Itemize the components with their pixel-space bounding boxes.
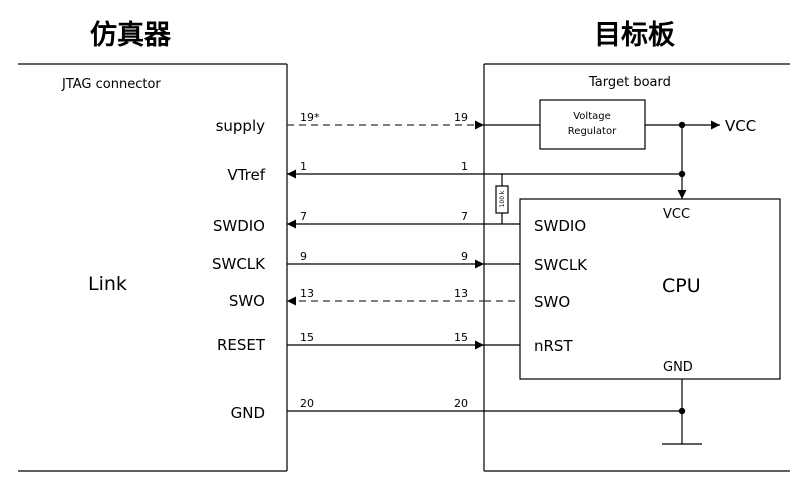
- target-board-box: [483, 63, 790, 472]
- cpu-pin-swo: SWO: [534, 293, 570, 311]
- cpu-pin-swdio: SWDIO: [534, 217, 586, 235]
- target-board-title: 目标板: [594, 20, 675, 51]
- pin-right-reset: 15: [454, 331, 468, 344]
- signal-vtref: VTref: [227, 166, 265, 184]
- signal-gnd: GND: [231, 404, 265, 422]
- pin-right-vtref: 1: [461, 160, 468, 173]
- signal-swo: SWO: [229, 292, 265, 310]
- emulator-box: [18, 63, 288, 472]
- cpu-gnd-pin: GND: [663, 360, 693, 375]
- signal-reset: RESET: [217, 336, 266, 354]
- cpu-label: CPU: [662, 275, 701, 297]
- signal-swclk: SWCLK: [212, 255, 266, 273]
- link-label: Link: [88, 273, 127, 295]
- pin-right-gnd: 20: [454, 397, 468, 410]
- cpu-box: [519, 198, 781, 380]
- vcc-out-label: VCC: [725, 117, 756, 135]
- cpu-pin-nrst: nRST: [534, 337, 573, 355]
- regulator-label-line2: Regulator: [568, 126, 617, 137]
- pin-left-swdio: 7: [300, 210, 307, 223]
- pin-left-vtref: 1: [300, 160, 307, 173]
- pin-left-gnd: 20: [300, 397, 314, 410]
- jtag-connector-label: JTAG connector: [61, 77, 161, 92]
- resistor-value: 100 k: [499, 190, 506, 207]
- pin-left-reset: 15: [300, 331, 314, 344]
- cpu-vcc-pin: VCC: [663, 207, 690, 222]
- target-board-label: Target board: [588, 75, 671, 90]
- emulator-title: 仿真器: [90, 20, 172, 51]
- signal-supply: supply: [216, 117, 266, 135]
- pin-right-swo: 13: [454, 287, 468, 300]
- pin-right-supply: 19: [454, 111, 468, 124]
- pin-left-supply: 19*: [300, 111, 320, 124]
- voltage-regulator-box: [539, 99, 646, 150]
- junction-gnd: [678, 407, 686, 415]
- signal-swdio: SWDIO: [213, 217, 265, 235]
- regulator-label-line1: Voltage: [573, 111, 611, 122]
- pin-left-swclk: 9: [300, 250, 307, 263]
- pin-right-swdio: 7: [461, 210, 468, 223]
- pin-right-swclk: 9: [461, 250, 468, 263]
- cpu-pin-swclk: SWCLK: [534, 256, 588, 274]
- pin-left-swo: 13: [300, 287, 314, 300]
- junction-vtref: [678, 170, 686, 178]
